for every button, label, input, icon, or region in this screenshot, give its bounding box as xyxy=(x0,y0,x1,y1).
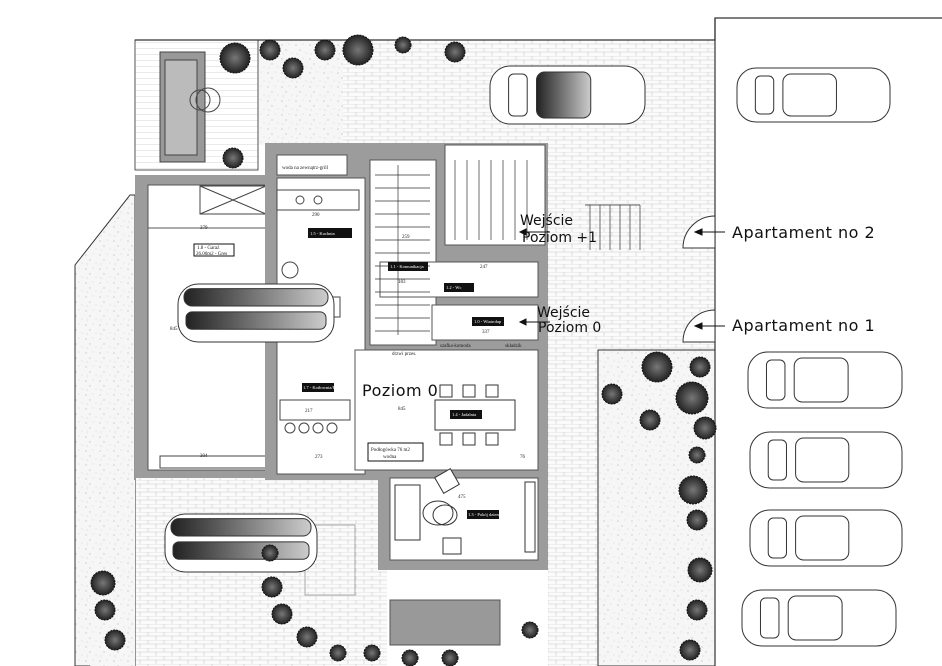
wc-tag: 1.2 - Wc xyxy=(446,285,462,290)
svg-text:247: 247 xyxy=(480,265,488,270)
tree-icon xyxy=(329,644,347,662)
outdoor-table xyxy=(304,524,501,646)
svg-text:76: 76 xyxy=(520,455,526,460)
outdoor-water-label: woda na zewnątrz-grill xyxy=(282,166,329,171)
tree-icon xyxy=(693,416,717,440)
tree-icon xyxy=(401,649,419,666)
tree-icon xyxy=(601,383,623,405)
apartment-2-label: Apartament no 2 xyxy=(732,223,875,242)
staircase xyxy=(375,160,641,335)
tree-icon xyxy=(219,42,251,74)
svg-text:337: 337 xyxy=(482,330,490,335)
tree-icon xyxy=(686,599,708,621)
svg-text:475: 475 xyxy=(458,495,466,500)
sliding-door-label: drzwi przes. xyxy=(392,352,416,357)
svg-text:290: 290 xyxy=(312,213,320,218)
living-tag: 1.3 - Pokój dzienny xyxy=(468,512,504,517)
tree-icon xyxy=(90,570,116,596)
room-tags: 1.5 - Kuchnia 1.1 - Komunikacja 1.2 - Wc… xyxy=(302,228,504,519)
tree-icon xyxy=(521,621,539,639)
living-furniture xyxy=(394,468,536,555)
tree-icon xyxy=(296,626,318,648)
tree-icon xyxy=(271,603,293,625)
tree-icon xyxy=(686,509,708,531)
svg-text:183: 183 xyxy=(398,280,406,285)
tree-icon xyxy=(282,57,304,79)
tree-icon xyxy=(687,557,713,583)
laundry-tag: 1.7 - Kotłownia/Pralnia xyxy=(303,385,345,390)
car xyxy=(749,509,903,567)
dimensions: 290 259 183 247 337 845 475 273 217 76 xyxy=(305,213,526,500)
tree-icon xyxy=(261,576,283,598)
tree-icon xyxy=(342,34,374,66)
floor-heating-type: wodna xyxy=(383,455,397,460)
dining-table xyxy=(434,384,516,446)
paving-path xyxy=(548,350,598,666)
entrance-upper-level: Poziom +1 xyxy=(522,230,597,246)
outdoor-sofa xyxy=(159,51,221,163)
car xyxy=(747,351,903,409)
svg-text:217: 217 xyxy=(305,409,313,414)
svg-text:259: 259 xyxy=(402,235,410,240)
car xyxy=(741,589,897,647)
svg-text:273: 273 xyxy=(315,455,323,460)
tree-icon xyxy=(688,446,706,464)
tree-icon xyxy=(444,41,466,63)
hall-tag: 1.1 - Komunikacja xyxy=(390,264,424,269)
level-label: Poziom 0 xyxy=(362,381,438,400)
tree-icon xyxy=(639,409,661,431)
tree-icon xyxy=(441,649,459,666)
tree-icon xyxy=(314,39,336,61)
tree-icon xyxy=(678,475,708,505)
car xyxy=(177,283,335,343)
garage-label: 1.8 - Garaż xyxy=(197,246,220,251)
tree-icon xyxy=(675,381,709,415)
tree-icon xyxy=(94,599,116,621)
apartment-1-label: Apartament no 1 xyxy=(732,316,875,335)
dresser-label: szafka-komoda xyxy=(440,344,471,349)
entrance-upper-title: Wejście xyxy=(520,213,573,229)
tree-icon xyxy=(104,629,126,651)
tree-icon xyxy=(679,639,701,661)
dining-tag: 1.4 - Jadalnia xyxy=(452,412,476,417)
dim-garage-top: 379 xyxy=(200,226,208,231)
tree-icon xyxy=(259,39,281,61)
entrance-ground-title: Wejście xyxy=(537,305,590,321)
dim-garage-bottom: 304 xyxy=(200,454,208,459)
kitchen-tag: 1.5 - Kuchnia xyxy=(310,231,335,236)
vestibule-tag: 1.0 - Wiatrołap xyxy=(474,319,502,324)
car xyxy=(164,513,318,573)
svg-text:845: 845 xyxy=(398,407,406,412)
apartment-1-entrance: Apartament no 1 xyxy=(682,309,875,343)
car xyxy=(749,431,903,489)
entrance-ground-level: Poziom 0 xyxy=(538,320,601,336)
floor-heating-label: Podłogówka 76 m2 xyxy=(371,448,410,453)
tree-icon xyxy=(363,644,381,662)
tree-icon xyxy=(261,544,279,562)
tree-icon xyxy=(222,147,244,169)
storage-label: składzik xyxy=(505,344,522,349)
tree-icon xyxy=(394,36,412,54)
entrance-ground: Wejście Poziom 0 xyxy=(518,305,601,336)
tree-icon xyxy=(641,351,673,383)
tree-icon xyxy=(689,356,711,378)
car xyxy=(736,67,891,123)
apartment-2-entrance: Apartament no 2 xyxy=(682,215,875,249)
garage-area: 26.00m2 - Gres xyxy=(196,252,227,257)
car xyxy=(489,65,646,125)
entrance-upper: Wejście Poziom +1 xyxy=(518,213,597,246)
dim-garage-length: 845 xyxy=(170,327,178,332)
